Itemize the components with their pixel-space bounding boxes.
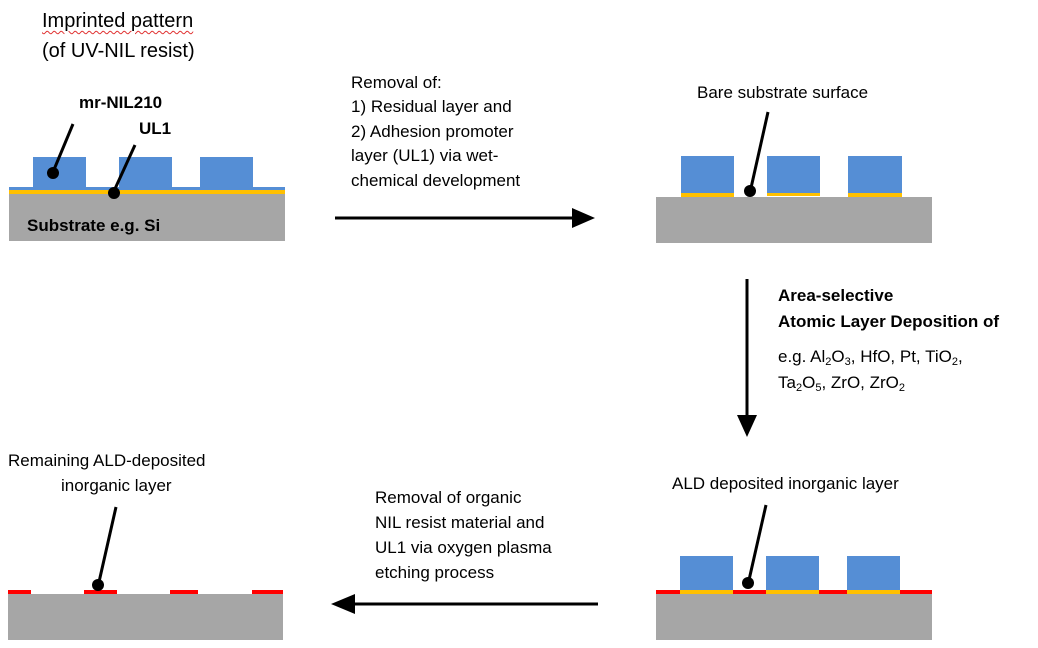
pointer-dot-ul1 bbox=[108, 187, 120, 199]
step2-materials-line2: Ta2O5, ZrO, ZrO2 bbox=[778, 373, 906, 394]
ul1-strip bbox=[681, 193, 734, 197]
panel-bare-substrate bbox=[656, 111, 932, 243]
resist-block bbox=[200, 157, 253, 188]
pointer-line bbox=[749, 111, 770, 189]
label-ald-layer: ALD deposited inorganic layer bbox=[672, 474, 899, 493]
ul1-strip bbox=[847, 590, 900, 594]
arrow-left bbox=[331, 594, 598, 614]
pointer-dot bbox=[744, 185, 756, 197]
substrate bbox=[656, 197, 932, 243]
substrate bbox=[8, 594, 283, 640]
substrate bbox=[9, 194, 285, 241]
panel-ald-deposited bbox=[656, 504, 932, 640]
label-bare-substrate: Bare substrate surface bbox=[697, 83, 869, 102]
resist-block bbox=[766, 556, 819, 590]
panel-remaining-layer bbox=[8, 506, 283, 640]
panel1-title-line2: (of UV-NIL resist) bbox=[42, 40, 195, 62]
arrow-right bbox=[335, 208, 595, 228]
step1-line3: 2) Adhesion promoter bbox=[351, 122, 514, 141]
label-remaining-line2: inorganic layer bbox=[61, 476, 172, 495]
pointer-dot bbox=[92, 579, 104, 591]
step3-line2: NIL resist material and bbox=[375, 513, 545, 532]
resist-block bbox=[680, 556, 733, 590]
resist-block bbox=[847, 556, 900, 590]
arrow-down bbox=[737, 279, 757, 437]
step2-line1: Area-selective bbox=[778, 286, 894, 305]
label-ul1: UL1 bbox=[139, 119, 172, 138]
step2-materials-line1: e.g. Al2O3, HfO, Pt, TiO2, bbox=[778, 347, 963, 368]
ald-segment bbox=[8, 590, 31, 594]
label-resist: mr-NIL210 bbox=[79, 93, 163, 112]
step1-line1: Removal of: bbox=[351, 73, 442, 92]
step3-line3: UL1 via oxygen plasma bbox=[375, 538, 552, 557]
label-substrate: Substrate e.g. Si bbox=[27, 216, 161, 235]
ul1-strip bbox=[767, 193, 820, 196]
step2-line2: Atomic Layer Deposition of bbox=[778, 312, 1000, 331]
panel-imprinted-pattern bbox=[9, 123, 285, 241]
ald-segment bbox=[84, 590, 117, 594]
pointer-dot bbox=[742, 577, 754, 589]
pointer-line bbox=[747, 504, 768, 581]
residual-layer bbox=[9, 187, 285, 190]
panel1-title-line1: Imprinted pattern bbox=[42, 10, 194, 32]
ul1-strip bbox=[848, 193, 902, 197]
resist-block bbox=[848, 156, 902, 193]
pointer-dot-resist bbox=[47, 167, 59, 179]
ul1-layer bbox=[9, 190, 285, 194]
step3-line4: etching process bbox=[375, 563, 495, 582]
ul1-strip bbox=[766, 590, 819, 594]
ul1-strip bbox=[680, 590, 733, 594]
pointer-line-resist bbox=[51, 123, 75, 173]
resist-block bbox=[681, 156, 734, 193]
label-remaining-line1: Remaining ALD-deposited bbox=[8, 451, 206, 470]
substrate bbox=[656, 594, 932, 640]
step1-line5: chemical development bbox=[351, 171, 521, 190]
step1-line2: 1) Residual layer and bbox=[351, 97, 512, 116]
step1-line4: layer (UL1) via wet- bbox=[351, 146, 499, 165]
ald-segment bbox=[252, 590, 283, 594]
ald-segment bbox=[170, 590, 198, 594]
pointer-line-ul1 bbox=[112, 144, 137, 192]
pointer-line bbox=[97, 506, 118, 583]
step3-line1: Removal of organic bbox=[375, 488, 522, 507]
resist-block bbox=[767, 156, 820, 193]
resist-block bbox=[33, 157, 86, 188]
